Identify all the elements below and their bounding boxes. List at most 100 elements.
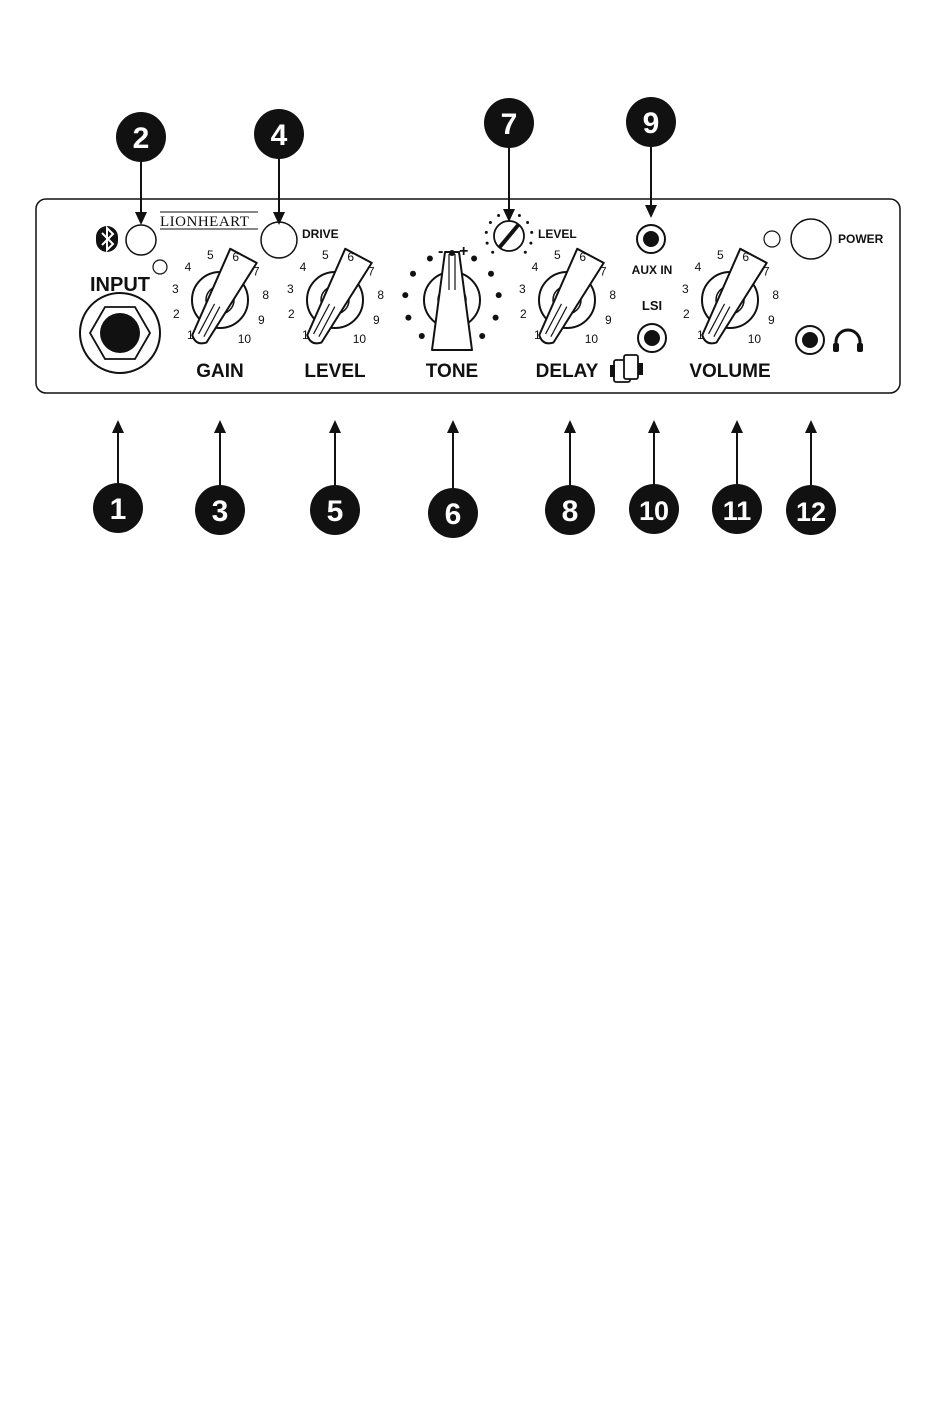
callout-arrowhead <box>447 420 459 433</box>
level-scale-number: 9 <box>373 313 380 327</box>
callout-arrowhead <box>564 420 576 433</box>
lsi-jack[interactable] <box>638 324 666 352</box>
gain-label: GAIN <box>196 361 244 382</box>
tone-scale-dot <box>488 271 494 277</box>
delay-level-scale-dot <box>530 231 533 234</box>
phone-link-icon <box>610 355 643 382</box>
delay-level-scale-dot <box>526 221 529 224</box>
input-label: INPUT <box>90 274 150 296</box>
headphones-icon <box>833 330 863 352</box>
lsi-label: LSI <box>642 298 662 313</box>
delay-scale-number: 6 <box>579 250 586 264</box>
level-scale-number: 10 <box>353 332 367 346</box>
bluetooth-pair-button[interactable] <box>126 225 156 255</box>
callout-number: 4 <box>271 119 288 152</box>
volume-scale-number: 2 <box>683 307 690 321</box>
brand-logo: LIONHEART <box>160 212 258 230</box>
volume-scale-number: 7 <box>763 265 770 279</box>
bluetooth-icon <box>96 226 118 252</box>
volume-scale-number: 1 <box>697 328 704 342</box>
level-scale-number: 8 <box>377 288 384 302</box>
power-button[interactable] <box>791 219 831 259</box>
delay-level-scale-dot <box>524 251 527 254</box>
volume-scale-number: 10 <box>748 332 762 346</box>
delay-scale-number: 4 <box>532 260 539 274</box>
volume-scale-number: 8 <box>772 288 779 302</box>
tone-scale-dot <box>471 256 477 262</box>
callout-number: 8 <box>562 495 579 528</box>
callout-arrowhead <box>112 420 124 433</box>
level-scale-number: 5 <box>322 248 329 262</box>
tone-scale-dot <box>410 271 416 277</box>
tone-scale-dot <box>419 333 425 339</box>
callout-number: 6 <box>445 498 462 531</box>
callout-arrowhead <box>731 420 743 433</box>
level-scale-number: 4 <box>300 260 307 274</box>
bluetooth-led <box>153 260 167 274</box>
delay-scale-number: 7 <box>600 265 607 279</box>
delay-scale-number: 10 <box>585 332 599 346</box>
headphone-jack[interactable] <box>796 326 824 354</box>
callout-7: 7 <box>484 98 534 222</box>
gain-scale-number: 1 <box>187 328 194 342</box>
tone-plus-mark: + <box>459 243 468 260</box>
callout-number: 1 <box>110 493 127 526</box>
tone-scale-dot <box>427 256 433 262</box>
tone-knob[interactable] <box>424 252 480 350</box>
gain-scale-number: 10 <box>238 332 252 346</box>
delay-level-scale-dot <box>489 221 492 224</box>
callout-4: 4 <box>254 109 304 225</box>
drive-button[interactable] <box>261 222 297 258</box>
callout-number: 3 <box>212 495 229 528</box>
brand-logo-text: LIONHEART <box>160 214 249 230</box>
tone-scale-dot <box>479 333 485 339</box>
callout-9: 9 <box>626 97 676 218</box>
input-jack[interactable] <box>80 293 160 373</box>
volume-scale-number: 5 <box>717 248 724 262</box>
gain-scale-number: 7 <box>253 265 260 279</box>
callout-12: 12 <box>786 420 836 535</box>
drive-label: DRIVE <box>302 227 339 241</box>
callout-arrowhead <box>645 205 657 218</box>
callout-1: 1 <box>93 420 143 533</box>
tone-scale-dot <box>449 250 455 256</box>
aux-in-jack[interactable] <box>637 225 665 253</box>
level-scale-number: 7 <box>368 265 375 279</box>
tone-scale-dot <box>493 315 499 321</box>
callout-arrowhead <box>805 420 817 433</box>
callout-number: 9 <box>643 107 660 140</box>
callout-arrowhead <box>214 420 226 433</box>
callout-arrowhead <box>503 209 515 222</box>
callout-5: 5 <box>310 420 360 535</box>
tone-scale-dot <box>496 292 502 298</box>
delay-level-scale-dot <box>497 214 500 217</box>
callout-arrowhead <box>648 420 660 433</box>
delay-label: DELAY <box>536 361 599 382</box>
callout-number: 7 <box>501 108 518 141</box>
tone-scale-dot <box>405 315 411 321</box>
aux-in-label: AUX IN <box>632 263 673 277</box>
callout-arrowhead <box>329 420 341 433</box>
volume-scale-number: 9 <box>768 313 775 327</box>
gain-scale-number: 2 <box>173 307 180 321</box>
callout-number: 12 <box>796 497 826 527</box>
level-scale-number: 3 <box>287 282 294 296</box>
callout-11: 11 <box>712 420 762 534</box>
tone-scale-dot <box>402 292 408 298</box>
tone-label: TONE <box>426 361 478 382</box>
callout-3: 3 <box>195 420 245 535</box>
gain-scale-number: 5 <box>207 248 214 262</box>
delay-level-scale-dot <box>518 214 521 217</box>
callout-number: 11 <box>723 496 752 526</box>
delay-level-scale-dot <box>529 242 532 245</box>
callout-number: 5 <box>327 495 344 528</box>
delay-scale-number: 2 <box>520 307 527 321</box>
callout-number: 2 <box>133 122 150 155</box>
gain-scale-number: 9 <box>258 313 265 327</box>
delay-level-mini-knob[interactable] <box>494 221 524 251</box>
power-led <box>764 231 780 247</box>
delay-level-scale-dot <box>485 231 488 234</box>
level-scale-number: 6 <box>347 250 354 264</box>
tone-minus-mark: - <box>438 243 443 260</box>
